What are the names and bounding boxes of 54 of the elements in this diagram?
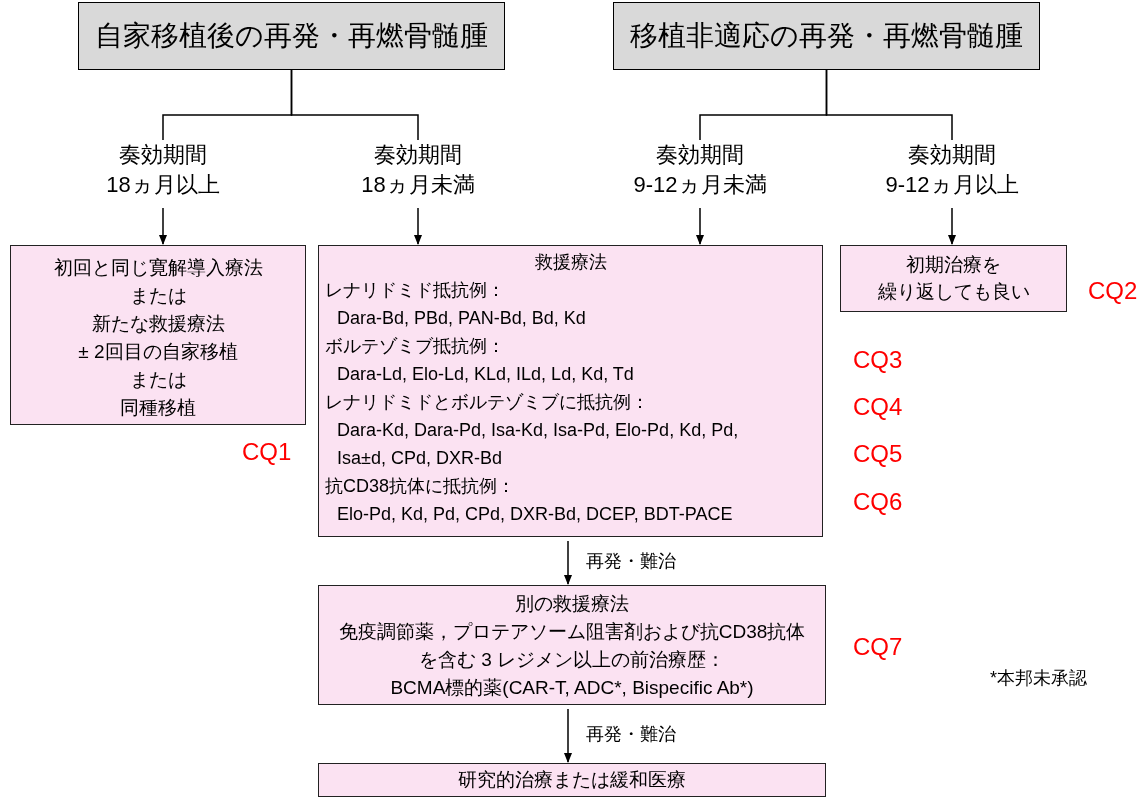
regimen-list: Dara-Ld, Elo-Ld, KLd, ILd, Ld, Kd, Td [319, 360, 822, 388]
duration-label: 奏効期間 [118, 141, 208, 169]
footnote: *本邦未承認 [990, 667, 1087, 690]
duration-label: 9-12ヵ月未満 [632, 171, 768, 199]
question-number: CQ2 [1088, 277, 1138, 305]
connector-line [825, 69, 953, 141]
arrow [414, 207, 422, 245]
resistance-heading: 抗CD38抗体に抵抗例： [324, 475, 517, 498]
therapy-box [318, 245, 823, 537]
edge-label: 再発・難治 [584, 549, 678, 573]
duration-label: 18ヵ月以上 [105, 171, 221, 199]
therapy-text: 繰り返しても良い [876, 280, 1031, 304]
box-heading: 救援療法 [533, 251, 608, 274]
therapy-text: 初期治療を [905, 253, 1002, 277]
header-box: 自家移植後の再発・再燃骨髄腫 [78, 2, 505, 70]
arrow [564, 708, 572, 763]
therapy-text: 免疫調節薬，プロテアソーム阻害剤および抗CD38抗体を含む 3 レジメン以上の前治療歴： [337, 620, 807, 672]
therapy-text: 初回と同じ寛解導入療法 [52, 256, 264, 280]
resistance-heading: レナリドミドとボルテゾミブに抵抗例： [324, 391, 650, 414]
therapy-text: または [128, 368, 188, 392]
header-box: 移植非適応の再発・再燃骨髄腫 [613, 2, 1040, 70]
question-number: CQ4 [853, 393, 903, 421]
therapy-box [840, 245, 1067, 312]
question-number: CQ6 [853, 488, 903, 516]
therapy-text: または [128, 284, 188, 308]
duration-label: 9-12ヵ月以上 [884, 171, 1020, 199]
duration-label: 奏効期間 [655, 141, 745, 169]
question-number: CQ7 [853, 633, 903, 661]
resistance-heading: ボルテゾミブ抵抗例： [324, 335, 506, 358]
regimen-list: Dara-Bd, PBd, PAN-Bd, Bd, Kd [319, 304, 822, 332]
therapy-box [318, 763, 826, 797]
therapy-text: ± 2回目の自家移植 [77, 340, 239, 364]
therapy-text: 同種移植 [119, 396, 197, 420]
box-heading: 別の救援療法 [514, 592, 630, 616]
duration-label: 奏効期間 [373, 141, 463, 169]
duration-label: 18ヵ月未満 [360, 171, 476, 199]
arrow [696, 207, 704, 245]
connector-line [290, 69, 419, 141]
question-number: CQ1 [242, 438, 292, 466]
regimen-list: Dara-Kd, Dara-Pd, Isa-Kd, Isa-Pd, Elo-Pd, Kd, Pd, Isa±d, CPd, DXR-Bd [319, 416, 777, 472]
therapy-box [318, 585, 826, 705]
therapy-text: BCMA標的薬(CAR-T, ADC*, Bispecific Ab*) [389, 676, 755, 700]
question-number: CQ3 [853, 346, 903, 374]
arrow [159, 207, 167, 245]
resistance-heading: レナリドミド抵抗例： [324, 279, 506, 302]
edge-label: 再発・難治 [584, 722, 678, 746]
therapy-text: 新たな救援療法 [90, 312, 226, 336]
regimen-list: Elo-Pd, Kd, Pd, CPd, DXR-Bd, DCEP, BDT-PACE [319, 500, 822, 528]
therapy-box [10, 245, 306, 425]
arrow [948, 207, 956, 245]
therapy-text: 研究的治療または緩和医療 [457, 768, 687, 792]
question-number: CQ5 [853, 440, 903, 468]
duration-label: 奏効期間 [907, 141, 997, 169]
arrow [564, 540, 572, 585]
